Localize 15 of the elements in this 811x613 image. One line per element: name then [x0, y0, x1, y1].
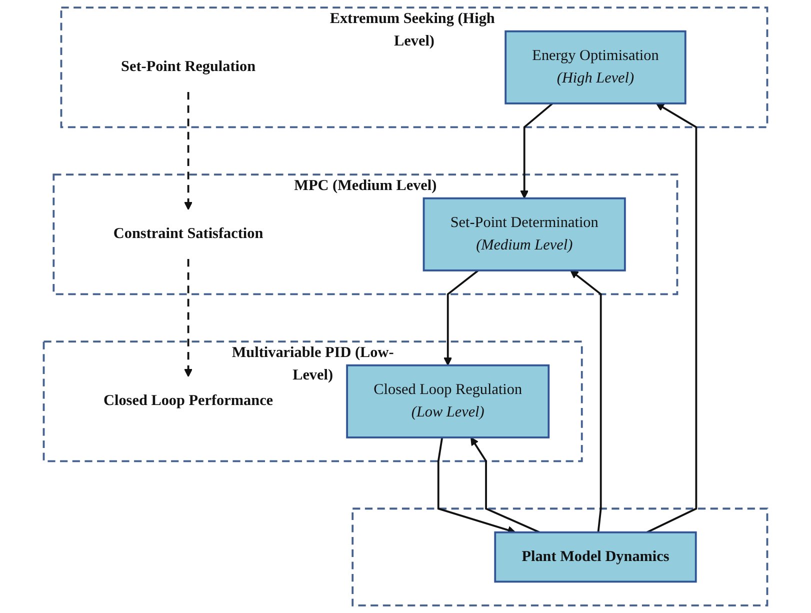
node-text: Set-Point Regulation	[121, 58, 256, 75]
arrow	[520, 102, 554, 199]
arrow	[184, 92, 192, 210]
arrow	[646, 103, 698, 534]
node-box: Closed Loop Regulation (Low Level)	[346, 364, 550, 438]
arrow	[184, 259, 192, 378]
node-box: Set-Point Determination (Medium Level)	[422, 197, 626, 272]
arrow	[570, 270, 602, 532]
node-text: Closed Loop Performance	[104, 392, 274, 409]
arrow	[444, 270, 479, 366]
cluster	[352, 508, 768, 606]
arrow	[470, 437, 540, 534]
node-box: Plant Model Dynamics	[494, 531, 697, 583]
node-box: Energy Optimisation (High Level)	[504, 30, 686, 104]
node-text: Constraint Satisfaction	[113, 226, 264, 242]
